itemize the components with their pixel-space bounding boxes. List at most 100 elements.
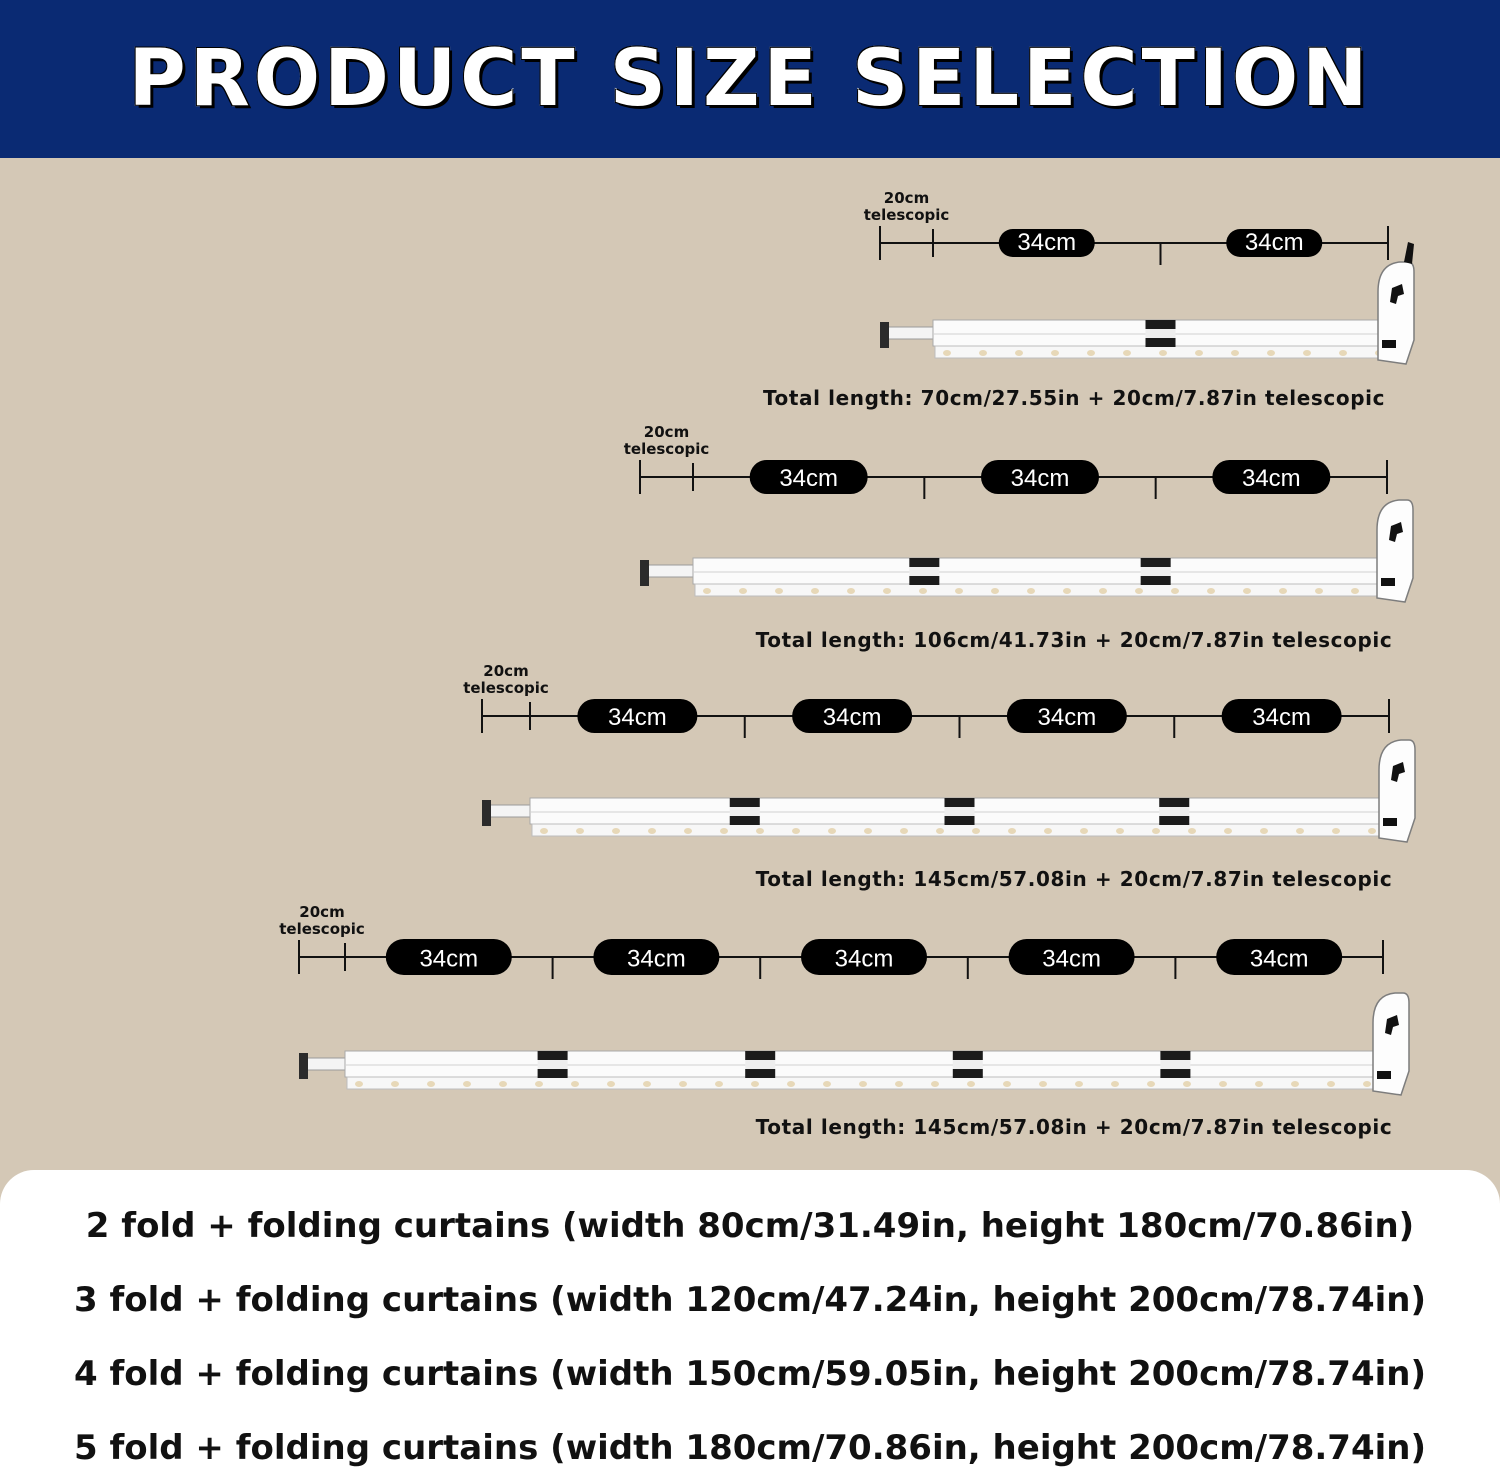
rail-hole [1243,588,1251,594]
rail-hole [1003,1081,1011,1087]
rail-hole [883,588,891,594]
rail-hole [1051,350,1059,356]
rail-hole [499,1081,507,1087]
wall-bracket [1372,992,1410,1096]
rail-hole [571,1081,579,1087]
rail-hole [1255,1081,1263,1087]
segment-pill [981,460,1099,494]
hinge-clip [952,1051,983,1060]
segment-pill [1216,939,1343,975]
segment-pill [1212,460,1331,494]
segment-pill [1006,699,1127,733]
rail-hole [756,828,764,834]
segment-length-label: 34cm [1017,229,1076,256]
telescopic-label-text: telescopic [463,679,549,697]
rail-hole [1260,828,1268,834]
rod-rail [694,583,1398,597]
hinge-clip [745,1069,776,1078]
rail-hole [1183,1081,1191,1087]
rail-hole [792,828,800,834]
rail-hole [1303,350,1311,356]
bracket-lock [1391,762,1405,782]
telescopic-label-value: 20cm [483,662,528,680]
rail-hole [1099,588,1107,594]
rail-hole [607,1081,615,1087]
hinge-clip [537,1069,568,1078]
rail-hole [751,1081,759,1087]
rod-body [692,557,1398,585]
rail-hole [811,588,819,594]
segment-pill [385,939,512,975]
rail-hole [612,828,620,834]
rail-hole [1171,588,1179,594]
hinge-clip [745,1051,776,1060]
segment-length-label: 34cm [1252,704,1311,731]
rail-hole [715,1081,723,1087]
rail-hole [684,828,692,834]
wall-bracket [1376,499,1414,603]
rail-hole [1188,828,1196,834]
option-2-fold: 2 fold + folding curtains (width 80cm/31… [85,1206,1415,1246]
rail-hole [679,1081,687,1087]
bracket-lock [1390,284,1404,304]
rail-hole [823,1081,831,1087]
rail-hole [463,1081,471,1087]
segment-pill [593,939,720,975]
total-length-label: Total length: 145cm/57.08in + 20cm/7.87i… [756,1115,1393,1139]
segment-length-label: 34cm [823,704,882,731]
option-4-fold: 4 fold + folding curtains (width 150cm/5… [73,1354,1427,1394]
rod-rail [531,823,1400,837]
hinge-body [1140,567,1171,576]
rail-hole [1080,828,1088,834]
hinge-clip [1159,816,1190,825]
rail-hole [1123,350,1131,356]
rail-hole [900,828,908,834]
rail-hole [1027,588,1035,594]
hinge-clip [1160,1069,1191,1078]
header-banner: PRODUCT SIZE SELECTION [0,0,1500,158]
rail-hole [643,1081,651,1087]
segment-length-label: 34cm [835,945,894,972]
wall-bracket [1378,739,1416,843]
rail-hole [979,350,987,356]
rod-end-cap [299,1053,308,1079]
segment-pill [1221,699,1342,733]
hinge-clip [909,576,940,585]
telescopic-label-text: telescopic [864,206,950,224]
option-3-fold: 3 fold + folding curtains (width 120cm/4… [73,1280,1427,1320]
rail-hole [1116,828,1124,834]
page-title: PRODUCT SIZE SELECTION [128,33,1372,125]
segment-length-label: 34cm [627,945,686,972]
rail-hole [1152,828,1160,834]
rail-hole [847,588,855,594]
hinge-clip [1145,320,1176,329]
telescopic-label-text: telescopic [624,440,710,458]
hinge-clip [1145,338,1176,347]
segment-length-label: 34cm [1250,945,1309,972]
rail-hole [1351,588,1359,594]
rod-end-cap [482,800,491,826]
hinge-clip [909,558,940,567]
segment-pill [749,460,868,494]
rod-end-cap [640,560,649,586]
bracket-lock [1389,522,1403,542]
total-length-label: Total length: 145cm/57.08in + 20cm/7.87i… [756,867,1393,891]
hinge-body [944,807,975,816]
bracket-latch [1381,578,1395,586]
rail-hole [1339,350,1347,356]
hinge-body [1159,807,1190,816]
telescopic-tube [485,804,535,818]
rail-hole [1135,588,1143,594]
rail-hole [576,828,584,834]
bracket-latch [1377,1071,1391,1079]
segment-pill [801,939,927,975]
rail-hole [1159,350,1167,356]
rail-hole [1267,350,1275,356]
hinge-clip [944,816,975,825]
rail-hole [1111,1081,1119,1087]
hinge-clip [952,1069,983,1078]
telescopic-tube [643,564,698,578]
segment-length-label: 34cm [779,465,838,492]
